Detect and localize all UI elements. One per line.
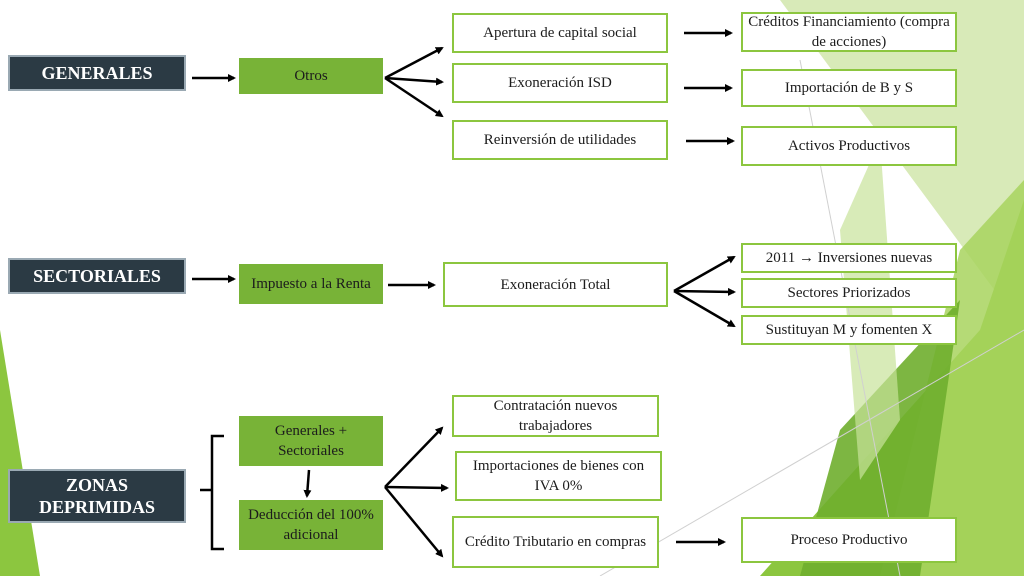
node-importacion-b-s-label: Importación de B y S	[784, 80, 914, 96]
header-generales-label: GENERALES	[41, 63, 153, 83]
node-otros-label: Otros	[294, 68, 328, 84]
node-sectores-priorizados: Sectores Priorizados	[741, 278, 957, 308]
arrow-otros-to-apertura	[384, 46, 444, 80]
node-importaciones-iva-label: Importaciones de bienes con IVA 0%	[472, 458, 645, 494]
arrow-exoneracion-to-2011	[673, 255, 736, 293]
node-inversiones-nuevas: 2011 → Inversiones nuevas	[741, 243, 957, 273]
arrow-deduccion-to-importaciones	[384, 483, 449, 492]
node-generales-sectoriales-label: Generales + Sectoriales	[274, 423, 348, 459]
node-activos-productivos: Activos Productivos	[741, 126, 957, 166]
node-apertura-capital: Apertura de capital social	[452, 13, 668, 53]
bg-shape-right-light	[840, 140, 900, 480]
node-importacion-b-s: Importación de B y S	[741, 69, 957, 107]
node-exoneracion-isd-label: Exoneración ISD	[508, 75, 612, 91]
node-proceso-productivo-label: Proceso Productivo	[790, 532, 908, 548]
node-importaciones-iva: Importaciones de bienes con IVA 0%	[455, 451, 662, 501]
node-credito-tributario: Crédito Tributario en compras	[452, 516, 659, 568]
node-impuesto-renta-label: Impuesto a la Renta	[251, 276, 371, 292]
node-proceso-productivo: Proceso Productivo	[741, 517, 957, 563]
node-reinversion-utilidades: Reinversión de utilidades	[452, 120, 668, 160]
bg-line-2	[599, 329, 1024, 576]
node-sustituyan: Sustituyan M y fomenten X	[741, 315, 957, 345]
node-inversiones-nuevas-label: 2011 → Inversiones nuevas	[765, 250, 933, 266]
header-sectoriales-label: SECTORIALES	[33, 266, 161, 286]
arrow-deduccion-to-contratacion	[384, 426, 444, 488]
arrow-deduccion-to-credito	[384, 486, 444, 558]
node-contratacion-trabajadores: Contratación nuevos trabajadores	[452, 395, 659, 437]
node-otros: Otros	[239, 58, 383, 94]
bracket-zonas	[200, 434, 224, 551]
header-zonas-deprimidas: ZONAS DEPRIMIDAS	[8, 469, 186, 523]
arrow-generales-sectoriales-to-deduccion	[303, 469, 312, 498]
arrow-otros-to-reinversion	[384, 76, 444, 118]
node-sectores-priorizados-label: Sectores Priorizados	[787, 285, 911, 301]
node-generales-sectoriales: Generales + Sectoriales	[239, 416, 383, 466]
node-reinversion-utilidades-label: Reinversión de utilidades	[483, 132, 637, 148]
node-contratacion-trabajadores-label: Contratación nuevos trabajadores	[493, 398, 618, 434]
header-sectoriales: SECTORIALES	[8, 258, 186, 294]
node-deduccion-adicional-label: Deducción del 100% adicional	[248, 507, 374, 543]
arrow-otros-to-isd	[384, 76, 444, 86]
node-deduccion-adicional: Deducción del 100% adicional	[239, 500, 383, 550]
node-credito-tributario-label: Crédito Tributario en compras	[464, 534, 647, 550]
node-creditos-financiamiento: Créditos Financiamiento (compra de accio…	[741, 12, 957, 52]
node-apertura-capital-label: Apertura de capital social	[483, 25, 637, 41]
header-zonas-deprimidas-label: ZONAS DEPRIMIDAS	[38, 475, 155, 517]
node-impuesto-renta: Impuesto a la Renta	[239, 264, 383, 304]
arrow-exoneracion-to-sectores	[673, 287, 736, 296]
node-exoneracion-total-label: Exoneración Total	[500, 276, 611, 293]
node-exoneracion-total: Exoneración Total	[443, 262, 668, 307]
node-sustituyan-label: Sustituyan M y fomenten X	[765, 322, 933, 338]
node-activos-productivos-label: Activos Productivos	[787, 138, 911, 154]
node-exoneracion-isd: Exoneración ISD	[452, 63, 668, 103]
arrow-exoneracion-to-sustituyan	[673, 289, 736, 328]
node-creditos-financiamiento-label: Créditos Financiamiento (compra de accio…	[748, 14, 950, 50]
header-generales: GENERALES	[8, 55, 186, 91]
